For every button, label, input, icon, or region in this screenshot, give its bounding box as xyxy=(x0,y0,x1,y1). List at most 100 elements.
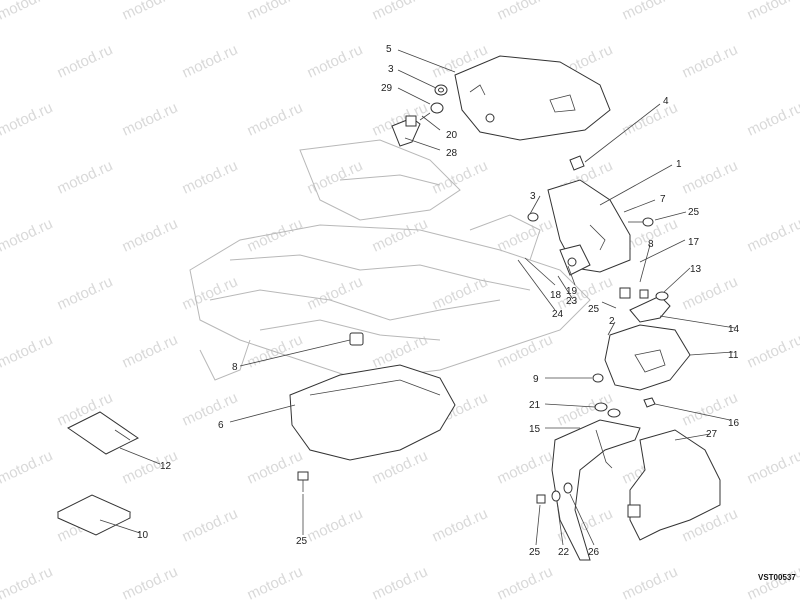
callout-25b: 25 xyxy=(588,304,600,315)
callout-12: 12 xyxy=(160,461,172,472)
watermark-text: motod.ru xyxy=(0,215,55,255)
watermark-text: motod.ru xyxy=(120,563,181,600)
part-mudguard-27 xyxy=(627,429,721,541)
watermark-text: motod.ru xyxy=(55,41,116,81)
callout-19: 19 xyxy=(566,286,578,297)
watermark-text: motod.ru xyxy=(0,563,55,600)
watermark-text: motod.ru xyxy=(120,447,181,487)
watermark-text: motod.ru xyxy=(245,99,306,139)
part-washer-9 xyxy=(592,373,604,383)
watermark-text: motod.ru xyxy=(495,447,556,487)
callout-29: 29 xyxy=(381,83,393,94)
watermark-text: motod.ru xyxy=(305,273,366,313)
callout-8b: 8 xyxy=(232,362,238,373)
callout-14: 14 xyxy=(728,324,740,335)
callout-24: 24 xyxy=(552,309,564,320)
watermark-text: motod.ru xyxy=(55,273,116,313)
watermark-text: motod.ru xyxy=(180,273,241,313)
watermark-text: motod.ru xyxy=(180,389,241,429)
watermark-text: motod.ru xyxy=(495,215,556,255)
watermark-text: motod.ru xyxy=(245,215,306,255)
part-spacer-3b xyxy=(527,212,539,222)
watermark-text: motod.ru xyxy=(120,0,181,24)
part-cover-1 xyxy=(547,179,631,273)
watermark-text: motod.ru xyxy=(430,157,491,197)
watermark-text: motod.ru xyxy=(120,215,181,255)
watermark-text: motod.ru xyxy=(745,331,800,371)
callout-21: 21 xyxy=(529,400,541,411)
callout-3b: 3 xyxy=(530,191,536,202)
watermark-text: motod.ru xyxy=(620,563,681,600)
callout-18: 18 xyxy=(550,290,562,301)
callout-10: 10 xyxy=(137,530,149,541)
watermark-text: motod.ru xyxy=(180,41,241,81)
callout-25c: 25 xyxy=(296,536,308,547)
watermark-text: motod.ru xyxy=(495,563,556,600)
callout-20: 20 xyxy=(446,130,458,141)
watermark-text: motod.ru xyxy=(555,273,616,313)
part-panel-11 xyxy=(604,324,691,391)
callout-27: 27 xyxy=(706,429,718,440)
watermark-text: motod.ru xyxy=(745,99,800,139)
watermark-text: motod.ru xyxy=(430,273,491,313)
callout-25d: 25 xyxy=(529,547,541,558)
part-grommet-8 xyxy=(349,332,364,346)
watermark-text: motod.ru xyxy=(0,0,55,24)
watermark-text: motod.ru xyxy=(495,0,556,24)
watermark-text: motod.ru xyxy=(305,157,366,197)
part-bolt-25-right xyxy=(628,217,654,227)
part-bracket-14 xyxy=(629,291,671,323)
watermark-text: motod.ru xyxy=(745,447,800,487)
callout-11: 11 xyxy=(728,350,739,361)
callout-25a: 25 xyxy=(688,207,700,218)
callout-28: 28 xyxy=(446,148,458,159)
callout-5: 5 xyxy=(386,44,392,55)
part-bolt-25-bottom xyxy=(536,482,573,504)
watermark-text: motod.ru xyxy=(180,157,241,197)
watermark-text: motod.ru xyxy=(245,447,306,487)
watermark-text: motod.ru xyxy=(0,331,55,371)
callout-13: 13 xyxy=(690,264,702,275)
watermark-text: motod.ru xyxy=(370,0,431,24)
callout-8a: 8 xyxy=(648,239,654,250)
watermark-text: motod.ru xyxy=(495,331,556,371)
part-manual-12 xyxy=(67,411,139,455)
watermark-text: motod.ru xyxy=(120,331,181,371)
watermark-text: motod.ru xyxy=(180,505,241,545)
part-bolt-21 xyxy=(594,402,621,418)
callout-7: 7 xyxy=(660,194,666,205)
part-cover-6 xyxy=(289,364,456,461)
watermark-text: motod.ru xyxy=(0,447,55,487)
watermark-text: motod.ru xyxy=(245,563,306,600)
watermark-text: motod.ru xyxy=(680,41,741,81)
part-upper-fairing xyxy=(454,55,611,141)
watermark-text: motod.ru xyxy=(370,215,431,255)
callout-labels: 5 3 29 20 28 4 1 3 7 25 8 17 13 18 19 23… xyxy=(137,44,740,558)
callout-15: 15 xyxy=(529,424,541,435)
callout-6: 6 xyxy=(218,420,224,431)
watermark-text: motod.ru xyxy=(680,157,741,197)
part-bracket-28 xyxy=(391,115,421,147)
watermark-text: motod.ru xyxy=(0,99,55,139)
part-clip-8b xyxy=(619,287,649,299)
callout-17: 17 xyxy=(688,237,700,248)
watermark-text: motod.ru xyxy=(245,0,306,24)
part-nut-16 xyxy=(643,397,656,408)
frame-outline xyxy=(189,139,591,381)
watermark-text: motod.ru xyxy=(55,157,116,197)
callout-16: 16 xyxy=(728,418,740,429)
watermark-text: motod.ru xyxy=(305,41,366,81)
callout-23: 23 xyxy=(566,296,578,307)
part-booklet-10 xyxy=(56,494,132,536)
watermark-text: motod.ru xyxy=(620,0,681,24)
part-bracket-19 xyxy=(559,244,591,276)
callout-3: 3 xyxy=(388,64,394,75)
callout-1: 1 xyxy=(676,159,682,170)
callout-9: 9 xyxy=(533,374,539,385)
part-bolt-25-left xyxy=(297,471,309,492)
watermark-text: motod.ru xyxy=(620,99,681,139)
callout-26: 26 xyxy=(588,547,600,558)
watermark-text: motod.ru xyxy=(120,99,181,139)
watermark-text: motod.ru xyxy=(745,0,800,24)
